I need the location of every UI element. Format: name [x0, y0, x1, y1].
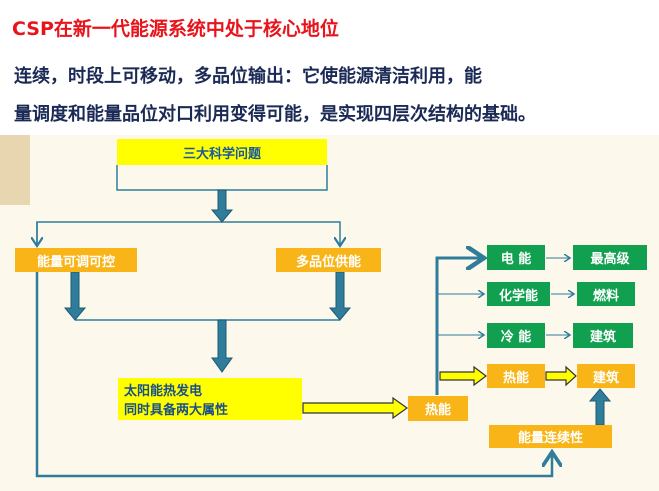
node-building-2: 建筑: [577, 364, 635, 388]
node-multi-grade: 多品位供能: [276, 248, 381, 272]
subtitle-line-2: 量调度和能量品位对口利用变得可能，是实现四层次结构的基础。: [14, 104, 536, 125]
node-fuel: 燃料: [577, 282, 635, 306]
csp-line-2: 同时具备两大属性: [124, 403, 229, 418]
node-continuity: 能量连续性: [489, 425, 612, 448]
node-electric: 电 能: [487, 245, 545, 270]
subtitle-line-1: 连续，时段上可移动，多品位输出：它使能源清洁利用，能: [14, 66, 482, 87]
decorative-strip: [0, 135, 30, 205]
slide-title: CSP在新一代能源系统中处于核心地位: [12, 18, 339, 40]
node-cold: 冷 能: [487, 323, 545, 348]
node-heat-2: 热能: [487, 364, 545, 388]
node-building-1: 建筑: [573, 323, 633, 348]
node-csp: 太阳能热发电 同时具备两大属性: [118, 378, 302, 420]
node-chemical: 化学能: [487, 282, 550, 306]
csp-line-1: 太阳能热发电: [124, 384, 203, 399]
node-science-problems: 三大科学问题: [117, 139, 327, 165]
node-highest: 最高级: [573, 245, 647, 270]
node-adjustable: 能量可调可控: [15, 248, 137, 272]
node-heat: 热能: [408, 396, 468, 421]
